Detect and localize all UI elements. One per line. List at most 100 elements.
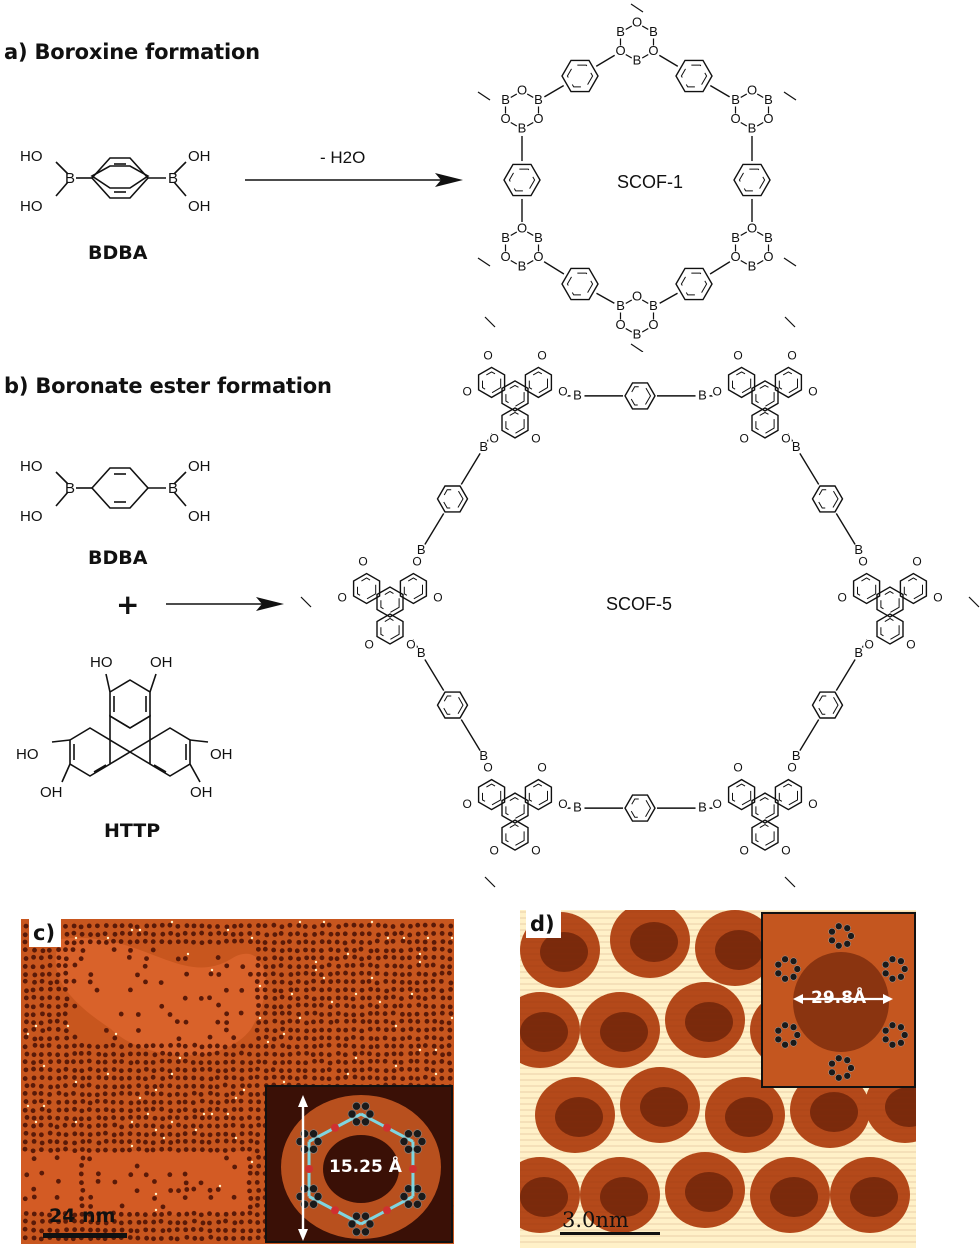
outer-ring <box>727 366 756 399</box>
boron-atom: B <box>731 230 740 245</box>
atom-backing <box>516 223 528 235</box>
carbon-sphere <box>774 969 782 977</box>
outer-ring <box>501 819 529 851</box>
outer-ring <box>774 778 803 811</box>
atom-backing <box>535 762 548 775</box>
atom-backing <box>499 251 512 264</box>
atom-backing <box>779 433 792 446</box>
oxygen-atom: O <box>781 844 790 858</box>
oh-label: OH <box>190 784 213 801</box>
inset-c-measure: 15.25 Å <box>329 1157 402 1177</box>
oxygen-atom: O <box>558 797 567 811</box>
ring-backing <box>675 57 713 95</box>
truncation-mark <box>630 343 644 352</box>
atom-backing <box>857 556 870 569</box>
boron-atom: B <box>616 24 625 39</box>
boron-atom: B <box>698 387 707 402</box>
oh-label: OH <box>188 198 211 215</box>
ring-backing <box>561 57 599 95</box>
atom-backing <box>910 556 923 569</box>
oxygen-atom: O <box>747 82 757 97</box>
boron-label: B <box>65 480 76 497</box>
carbon-sphere <box>399 1137 409 1146</box>
oxygen-atom: O <box>763 111 773 126</box>
carbon-sphere <box>352 1117 361 1127</box>
carbon-sphere <box>352 1227 361 1237</box>
atom-backing <box>746 261 758 273</box>
oxygen-atom: O <box>808 385 817 399</box>
atom-backing <box>476 749 491 764</box>
boron-atom: B <box>649 298 658 313</box>
boron-atom: B <box>479 748 488 763</box>
oxygen-atom: O <box>781 431 790 445</box>
atom-backing <box>711 798 724 811</box>
ho-label: HO <box>20 198 43 215</box>
oxygen-atom: O <box>531 844 540 858</box>
node-backing <box>471 764 559 853</box>
atom-backing <box>738 433 751 446</box>
oxygen-atom: O <box>462 797 471 811</box>
truncation-mark <box>783 257 797 267</box>
plus-sign: + <box>116 588 140 621</box>
carbon-sphere <box>361 1117 370 1127</box>
atom-backing <box>746 223 758 235</box>
pore-core <box>810 1092 858 1132</box>
atom-backing <box>863 639 876 652</box>
truncation-mark <box>783 91 797 101</box>
bdba-structure-a: HO HO B B OH OH <box>20 140 220 230</box>
oxygen-atom: O <box>489 431 498 445</box>
atom-backing <box>851 646 866 661</box>
atom-backing <box>631 17 643 29</box>
core-ring <box>376 586 404 618</box>
carbon-sphere <box>843 1072 851 1080</box>
carbon-sphere <box>781 955 789 963</box>
atom-backing <box>631 55 643 67</box>
carbon-sphere <box>793 1031 801 1039</box>
carbon-sphere <box>413 1199 422 1209</box>
outer-ring <box>727 778 756 811</box>
boron-atom: B <box>501 92 510 107</box>
boron-atom: B <box>417 645 426 660</box>
carbon-sphere <box>835 942 843 950</box>
flat-domain <box>55 937 266 1056</box>
inset-d-structure <box>763 914 914 1086</box>
carbon-sphere <box>843 1056 851 1064</box>
outer-ring <box>524 366 553 399</box>
oxygen-atom: O <box>730 249 740 264</box>
phenyl-linker-ring <box>436 485 469 513</box>
atom-backing <box>695 388 710 403</box>
phenyl-linker-ring <box>811 691 844 719</box>
boron-atom: B <box>854 645 863 660</box>
carbon-sphere <box>847 1064 855 1072</box>
atom-backing <box>363 639 376 652</box>
oxygen-atom: O <box>517 220 527 235</box>
atom-backing <box>762 251 775 264</box>
inset-pore <box>323 1135 399 1203</box>
atom-backing <box>931 592 944 605</box>
phenyl-ring <box>561 267 599 301</box>
oxygen-atom: O <box>787 761 796 775</box>
carbon-sphere <box>774 961 782 969</box>
bdba-name-a: BDBA <box>88 242 148 264</box>
boron-atom: B <box>748 120 757 135</box>
carbon-sphere <box>417 1137 427 1146</box>
scale-bar-label-d: 3.0nm <box>562 1208 629 1232</box>
boron-atom: B <box>616 298 625 313</box>
outer-ring <box>501 407 529 439</box>
atom-backing <box>647 45 660 58</box>
boron-atom: B <box>518 258 527 273</box>
boron-atom: B <box>731 92 740 107</box>
atom-backing <box>836 592 849 605</box>
panel-b-heading: b) Boronate ester formation <box>4 374 332 398</box>
outer-ring <box>352 572 381 605</box>
carbon-sphere <box>897 957 905 965</box>
oh-label: OH <box>188 148 211 165</box>
oxygen-atom: O <box>533 111 543 126</box>
http-name: HTTP <box>104 820 161 842</box>
atom-backing <box>762 94 775 107</box>
carbon-sphere <box>897 973 905 981</box>
boron-label: B <box>168 480 179 497</box>
